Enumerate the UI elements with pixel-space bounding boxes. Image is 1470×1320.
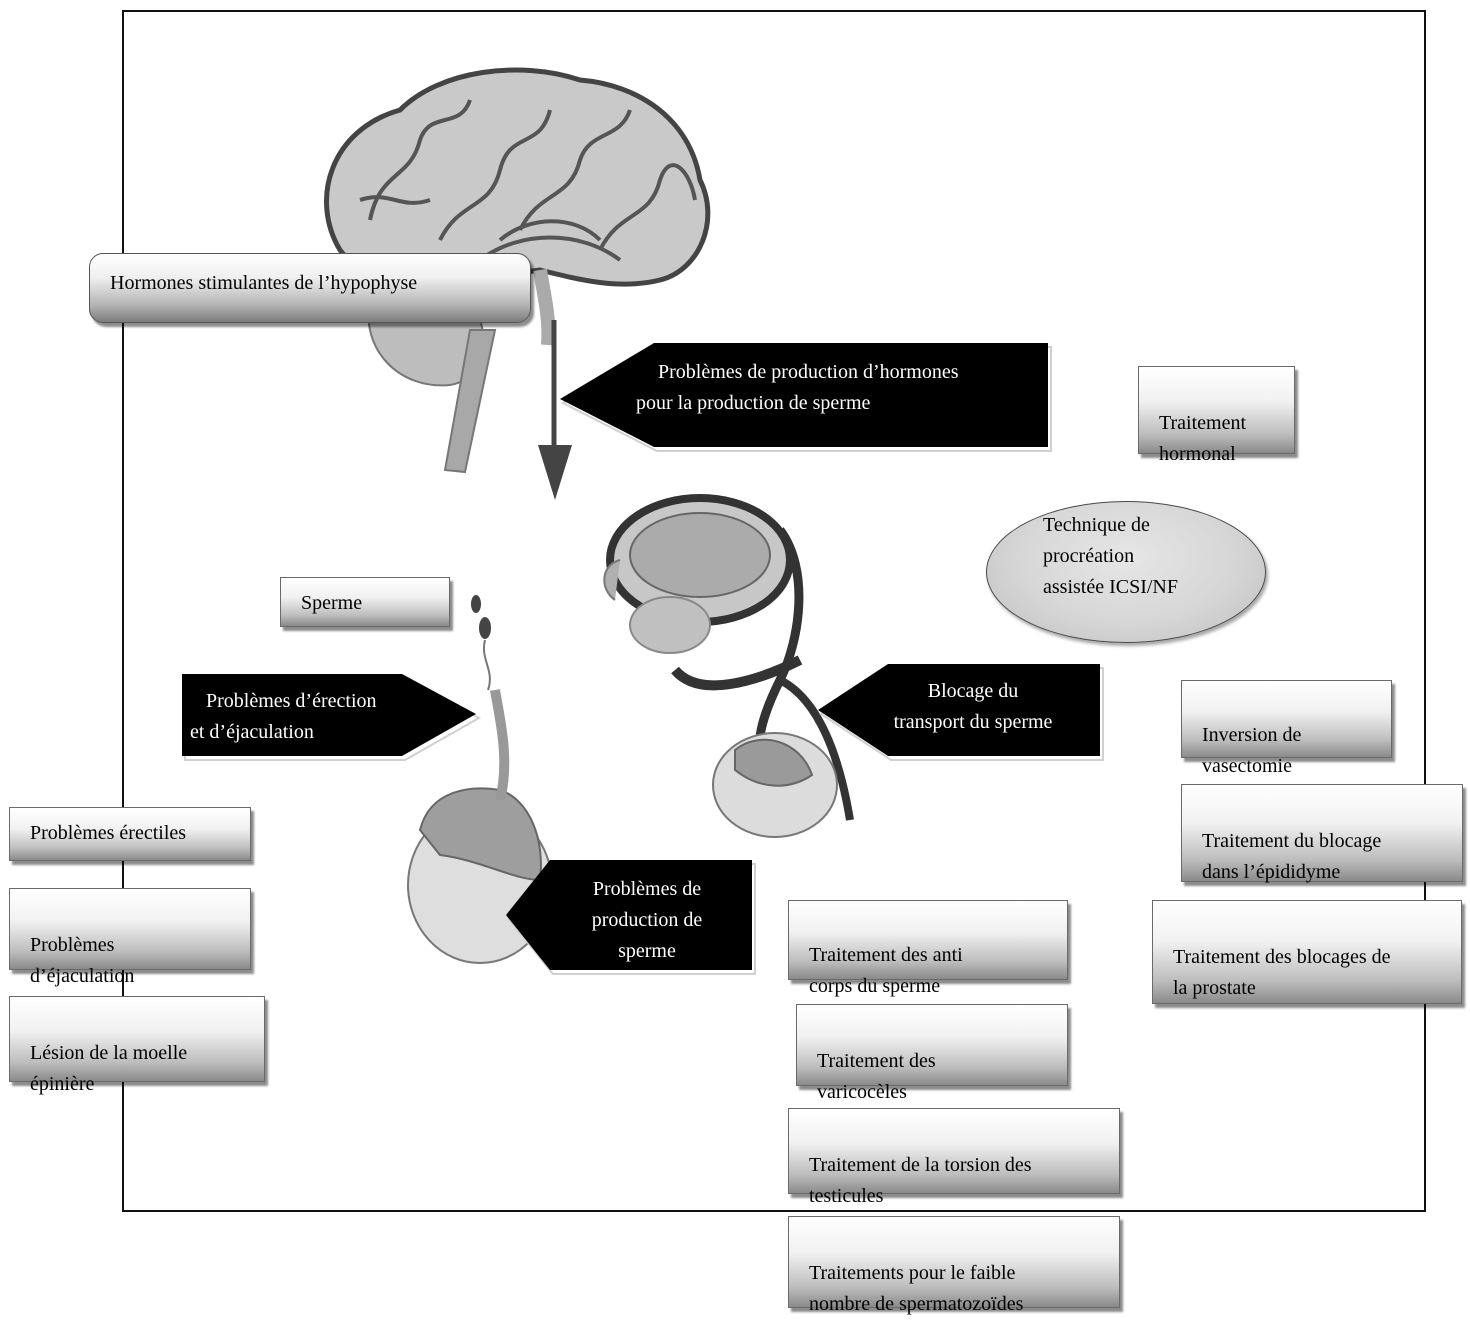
callout-blocage-transport: Blocage du transport du sperme xyxy=(818,664,1104,762)
callout-erection-ejaculation: Problèmes d’érection et d’éjaculation xyxy=(182,674,482,761)
hormones-hypophyse-box: Hormones stimulantes de l’hypophyse xyxy=(89,253,531,323)
procreation-assistee-ellipse: Technique de procréation assistée ICSI/N… xyxy=(986,501,1266,643)
sperme-label: Sperme xyxy=(301,592,363,614)
traitement-blocage-epididyme-box: Traitement du blocage dans l’épididyme xyxy=(1181,784,1463,883)
hormones-hypophyse-label: Hormones stimulantes de l’hypophyse xyxy=(110,272,418,294)
traitement-blocages-prostate-label: Traitement des blocages de la prostate xyxy=(1173,946,1391,999)
callout-production-hormones: Problèmes de production d’hormones pour … xyxy=(560,343,1052,455)
traitement-hormonal-box: Traitement hormonal xyxy=(1138,366,1295,465)
lesion-moelle-label: Lésion de la moelle épinière xyxy=(30,1042,188,1095)
callout-production-sperme-text: Problèmes de production de sperme xyxy=(591,878,703,962)
traitement-hormonal-label: Traitement hormonal xyxy=(1159,412,1247,465)
traitement-anticorps-label: Traitement des anti corps du sperme xyxy=(809,944,963,997)
problemes-ejaculation-box: Problèmes d’éjaculation xyxy=(9,888,251,987)
lesion-moelle-box: Lésion de la moelle épinière xyxy=(9,996,265,1095)
procreation-assistee-label: Technique de procréation assistée ICSI/N… xyxy=(1043,514,1178,598)
callout-blocage-transport-text: Blocage du transport du sperme xyxy=(893,680,1053,733)
callout-production-sperme: Problèmes de production de sperme xyxy=(506,860,756,975)
traitement-torsion-box: Traitement de la torsion des testicules xyxy=(788,1108,1120,1207)
inversion-vasectomie-label: Inversion de vasectomie xyxy=(1202,724,1302,777)
brain-icon xyxy=(324,67,711,474)
sperm-icon xyxy=(471,595,491,691)
traitement-anticorps-box: Traitement des anti corps du sperme xyxy=(788,900,1068,997)
problemes-erectiles-box: Problèmes érectiles xyxy=(9,807,251,861)
problemes-ejaculation-label: Problèmes d’éjaculation xyxy=(30,934,135,987)
traitement-blocage-epididyme-label: Traitement du blocage dans l’épididyme xyxy=(1202,830,1382,883)
sperme-box: Sperme xyxy=(280,577,450,627)
traitement-blocages-prostate-box: Traitement des blocages de la prostate xyxy=(1152,900,1462,1004)
traitements-faible-nombre-label: Traitements pour le faible nombre de spe… xyxy=(809,1262,1024,1315)
traitement-varicoceles-label: Traitement des varicocèles xyxy=(817,1050,936,1103)
traitement-varicoceles-box: Traitement des varicocèles xyxy=(796,1004,1068,1103)
callout-erection-ejaculation-text: Problèmes d’érection et d’éjaculation xyxy=(190,690,377,743)
traitement-torsion-label: Traitement de la torsion des testicules xyxy=(809,1154,1032,1207)
traitements-faible-nombre-box: Traitements pour le faible nombre de spe… xyxy=(788,1216,1120,1315)
inversion-vasectomie-box: Inversion de vasectomie xyxy=(1181,680,1392,777)
problemes-erectiles-label: Problèmes érectiles xyxy=(30,822,187,844)
arrow-down-icon xyxy=(538,320,572,500)
callout-production-hormones-text: Problèmes de production d’hormones pour … xyxy=(636,361,959,414)
diagram-frame xyxy=(122,10,1426,1212)
reproductive-organs-icon xyxy=(603,494,854,838)
